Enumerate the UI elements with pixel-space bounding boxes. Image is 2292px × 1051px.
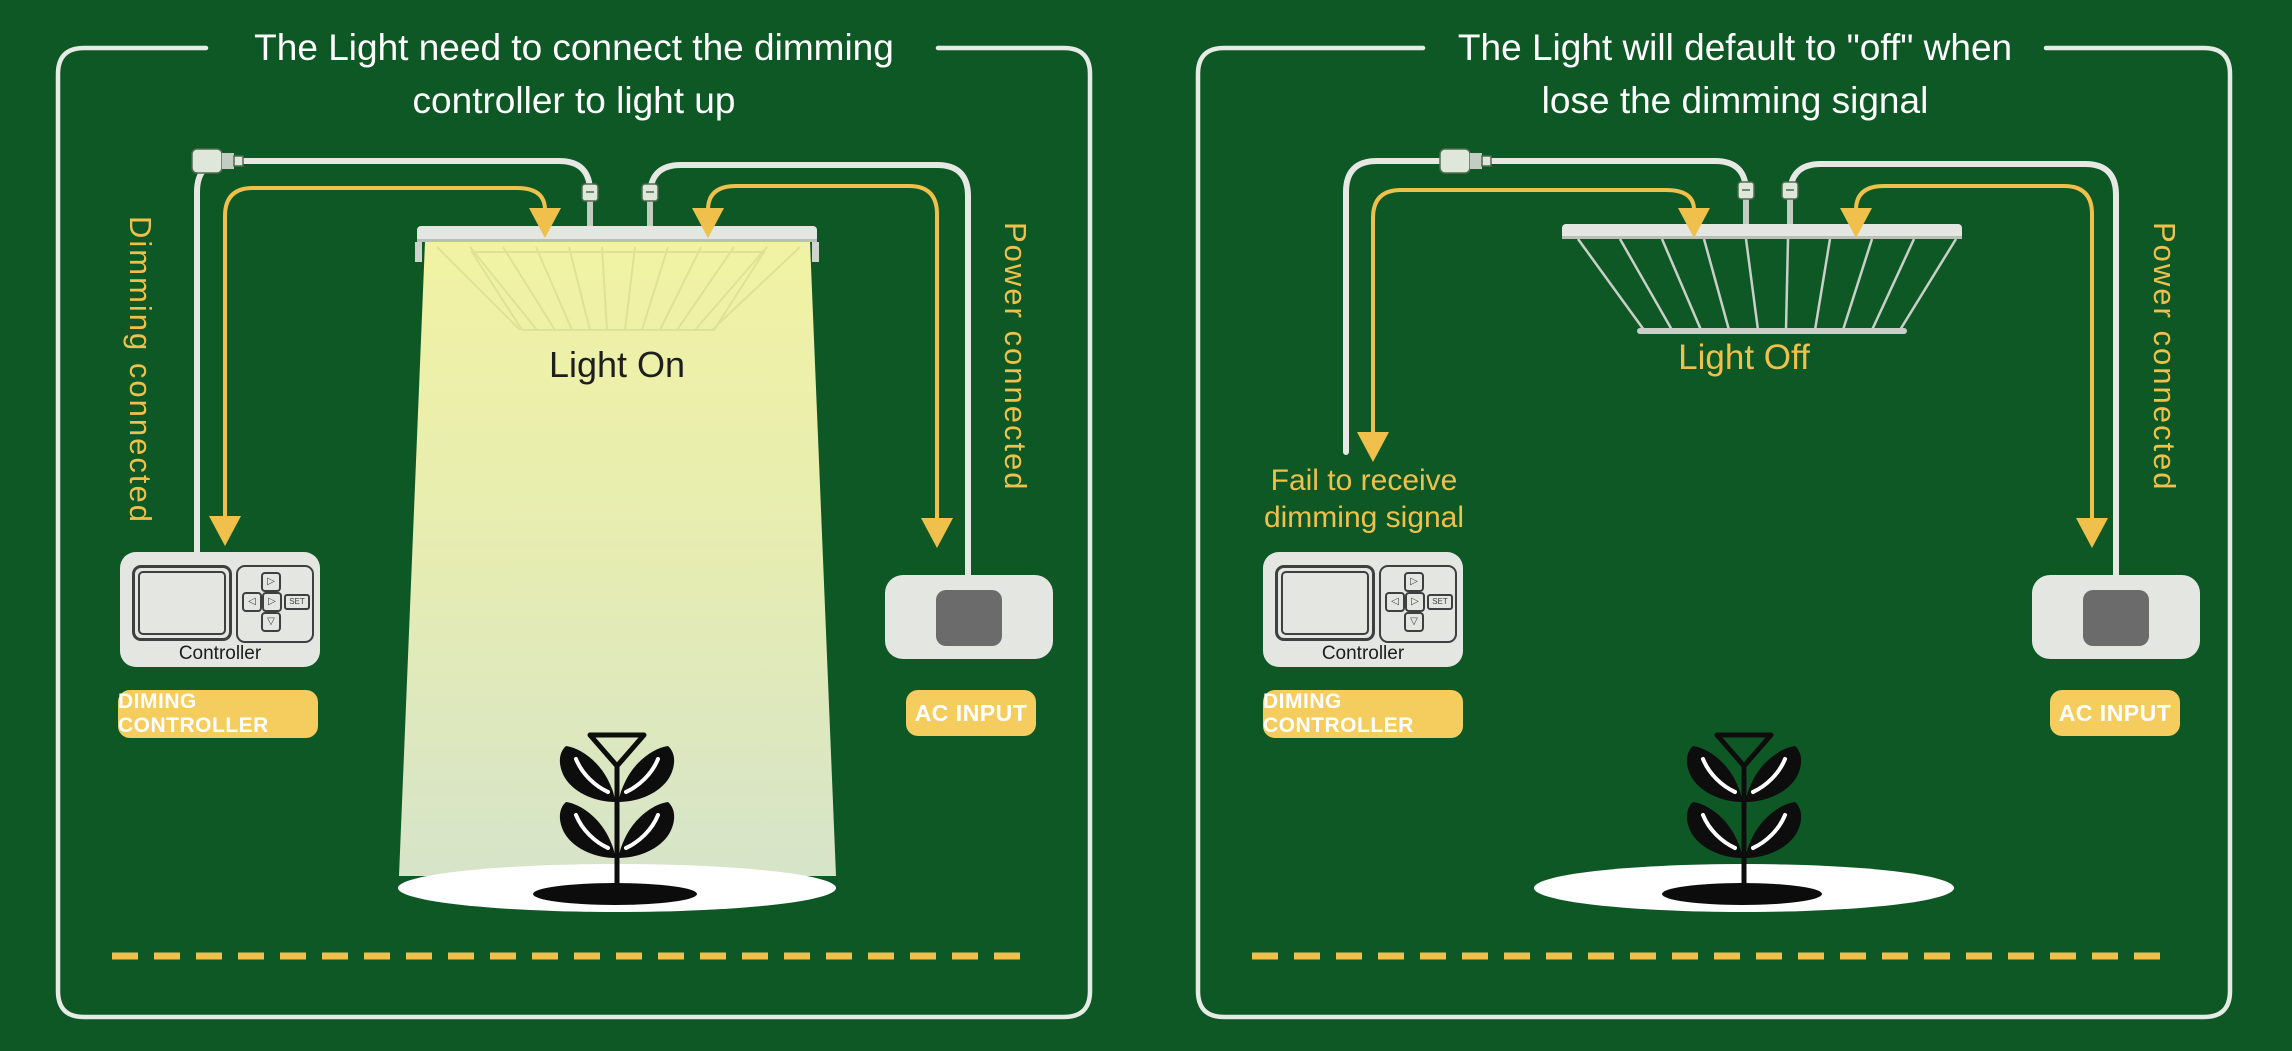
left-title-line1: The Light need to connect the dimming [254, 27, 894, 68]
left-light-fixture [415, 226, 819, 262]
left-dimming-inline-plug-icon [191, 148, 244, 174]
right-dimming-controller-device: ▷ ◁ ▷ SET ▽ Controller [1263, 552, 1463, 667]
right-dimming-port-plug-icon [1737, 181, 1755, 225]
left-dimming-port-plug-icon [581, 183, 599, 227]
left-dimming-connected-label: Dimming connected [123, 216, 158, 524]
right-dimming-inline-plug-icon [1439, 148, 1492, 174]
dpad-right-button: ▷ [262, 592, 282, 612]
controller-screen [132, 565, 232, 641]
ac-adapter-socket [2083, 590, 2149, 646]
left-light-status: Light On [548, 344, 686, 385]
left-dimming-signal-arrow [209, 186, 561, 546]
right-light-fixture-off [1562, 224, 1962, 334]
right-title-line2: lose the dimming signal [1541, 80, 1929, 121]
right-ac-adapter-device [2032, 575, 2200, 659]
left-title-line2: controller to light up [412, 80, 736, 121]
left-ac-adapter-device [885, 575, 1053, 659]
left-plant-soil [533, 883, 697, 905]
right-power-signal-arrow [1840, 184, 2108, 548]
right-power-port-plug-icon [1781, 181, 1799, 225]
set-button: SET [284, 594, 310, 610]
right-title-line1: The Light will default to "off" when [1457, 27, 2013, 68]
controller-button-pad: ▷ ◁ ▷ SET ▽ [1379, 565, 1457, 643]
right-diming-controller-badge: DIMING CONTROLLER [1263, 690, 1463, 738]
controller-label: Controller [178, 643, 262, 664]
dpad-left-button: ◁ [242, 592, 262, 612]
right-panel-title: The Light will default to "off" when los… [1219, 21, 2251, 127]
left-diming-controller-badge: DIMING CONTROLLER [118, 690, 318, 738]
right-power-connected-label: Power connected [2147, 222, 2182, 492]
dpad-down-button: ▽ [261, 612, 281, 632]
controller-screen-inner [1281, 571, 1369, 635]
dpad-up-button: ▷ [1404, 572, 1424, 592]
controller-label: Controller [1321, 643, 1405, 664]
controller-button-pad: ▷ ◁ ▷ SET ▽ [236, 565, 314, 643]
fail-line2: dimming signal [1263, 501, 1465, 534]
fail-line1: Fail to receive [1270, 464, 1458, 497]
fail-to-receive-label: Fail to receive dimming signal [1237, 462, 1491, 536]
right-dimming-signal-arrow [1357, 188, 1710, 462]
right-ac-input-badge: AC INPUT [2050, 690, 2180, 736]
right-light-status: Light Off [1678, 338, 1810, 377]
right-plant-soil [1662, 883, 1822, 905]
left-dimming-controller-device: ▷ ◁ ▷ SET ▽ Controller [120, 552, 320, 667]
left-light-beam [399, 242, 836, 876]
controller-screen [1275, 565, 1375, 641]
left-panel-title: The Light need to connect the dimming co… [58, 21, 1090, 127]
left-ac-input-badge: AC INPUT [906, 690, 1036, 736]
left-panel-border [55, 45, 1093, 1020]
dpad-left-button: ◁ [1385, 592, 1405, 612]
controller-screen-inner [138, 571, 226, 635]
left-beam-rays [436, 246, 801, 331]
left-power-connected-label: Power connected [998, 222, 1033, 492]
dpad-right-button: ▷ [1405, 592, 1425, 612]
dpad-up-button: ▷ [261, 572, 281, 592]
right-panel-border [1195, 45, 2233, 1020]
left-power-signal-arrow [692, 184, 953, 548]
left-power-port-plug-icon [641, 183, 659, 227]
right-dimming-cable-disconnected [1343, 158, 1749, 455]
left-dimming-cable [194, 158, 593, 559]
ac-adapter-socket [936, 590, 1002, 646]
dpad-down-button: ▽ [1404, 612, 1424, 632]
set-button: SET [1427, 594, 1453, 610]
